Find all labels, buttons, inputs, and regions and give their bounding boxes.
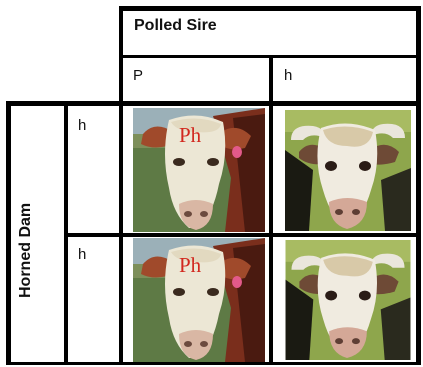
grid-line <box>119 6 123 365</box>
grid-line <box>66 233 421 237</box>
grid-line <box>269 55 273 365</box>
grid-line <box>6 362 421 365</box>
sire-allele-1: P <box>133 67 144 84</box>
dam-allele-1: h <box>78 117 87 134</box>
dam-title: Horned Dam <box>17 202 34 298</box>
sire-title: Polled Sire <box>134 17 217 34</box>
sire-allele-2: h <box>284 67 293 84</box>
grid-line <box>416 6 421 365</box>
polled-bull-photo: Ph <box>133 238 265 362</box>
horned-bull-photo <box>285 240 411 360</box>
grid-line <box>6 101 421 106</box>
genotype-label: Ph <box>179 253 202 277</box>
genotype-label: Ph <box>179 123 202 147</box>
grid-line <box>64 101 68 365</box>
dam-allele-2: h <box>78 246 87 263</box>
horned-bull-photo <box>285 110 411 231</box>
grid-line <box>6 101 11 365</box>
polled-bull-photo: Ph <box>133 108 265 232</box>
grid-line <box>119 6 421 11</box>
